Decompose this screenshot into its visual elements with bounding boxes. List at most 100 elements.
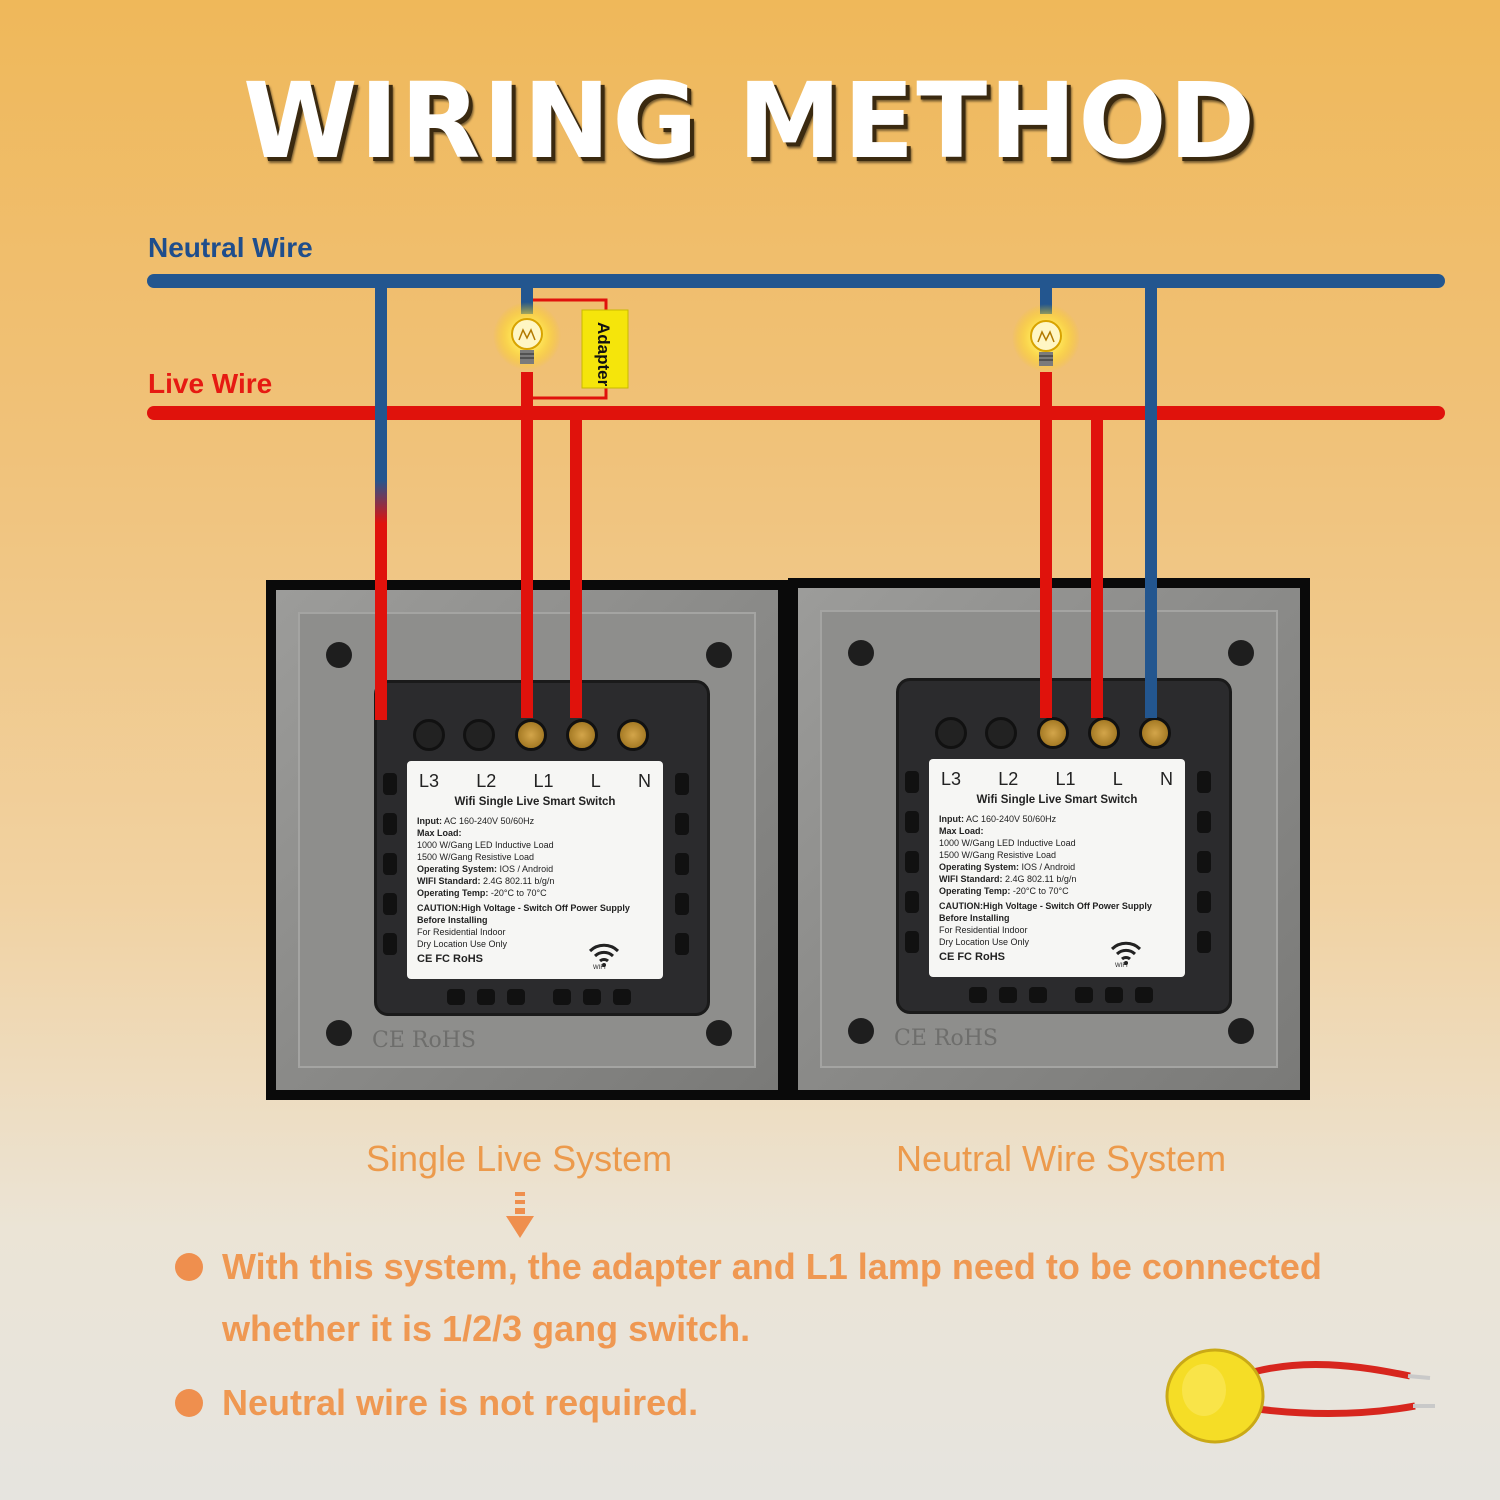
product-title: Wifi Single Live Smart Switch — [976, 794, 1138, 806]
terminal-l3 — [935, 717, 967, 749]
vent — [675, 933, 689, 955]
spec-key: Operating Temp: — [939, 886, 1011, 896]
screw-hole — [706, 642, 732, 668]
adapter-label: Adapter — [594, 322, 613, 387]
vent — [1197, 931, 1211, 953]
spec-value: Dry Location Use Only — [417, 939, 508, 949]
note-line: whether it is 1/2/3 gang switch. — [222, 1308, 751, 1349]
screw-hole — [848, 640, 874, 666]
terminal-name: L2 — [998, 769, 1019, 789]
bullet-icon — [175, 1253, 203, 1281]
vent — [1197, 771, 1211, 793]
vent — [447, 989, 465, 1005]
terminal-l2 — [463, 719, 495, 751]
wifi-icon — [588, 943, 620, 967]
vent — [905, 851, 919, 873]
wifi-text: WIFI — [1115, 963, 1128, 969]
spec-key: WIFI Standard: — [417, 876, 481, 886]
vent — [507, 989, 525, 1005]
plate-mark: CE RoHS — [372, 1028, 476, 1053]
cert-logos: CE FC RoHS — [417, 953, 483, 965]
vent — [553, 989, 571, 1005]
spec-value: For Residential Indoor — [939, 925, 1028, 935]
screw-hole — [1228, 640, 1254, 666]
terminal-names: L3 L2 L1 L N — [941, 769, 1173, 790]
spec-key: Input: — [939, 814, 964, 824]
spec-value: 2.4G 802.11 b/g/n — [483, 876, 555, 886]
terminal-l — [1088, 717, 1120, 749]
spec-lines: Input: AC 160-240V 50/60Hz Max Load: 100… — [417, 815, 657, 950]
spec-key: WIFI Standard: — [939, 874, 1003, 884]
spec-key: Operating System: — [939, 862, 1020, 872]
product-title: Wifi Single Live Smart Switch — [454, 796, 616, 808]
terminal-n — [617, 719, 649, 751]
screw-hole — [326, 642, 352, 668]
terminal-l1 — [515, 719, 547, 751]
terminal-l — [566, 719, 598, 751]
vent — [383, 933, 397, 955]
vent — [383, 893, 397, 915]
spec-value: 1000 W/Gang LED Inductive Load — [417, 840, 554, 850]
wifi-icon — [1110, 941, 1142, 965]
spec-value: -20°C to 70°C — [1012, 886, 1069, 896]
vent — [583, 989, 601, 1005]
vent — [999, 987, 1017, 1003]
spec-value: IOS / Android — [499, 864, 554, 874]
terminal-l2 — [985, 717, 1017, 749]
note-line: Neutral wire is not required. — [222, 1382, 699, 1423]
terminal-name: L3 — [419, 771, 440, 791]
vent — [905, 771, 919, 793]
terminal-name: N — [637, 771, 651, 791]
terminal-name: L — [590, 771, 601, 791]
left-l3-wire — [375, 283, 387, 720]
spec-value: IOS / Android — [1021, 862, 1076, 872]
terminal-name: N — [1159, 769, 1173, 789]
spec-label: L3 L2 L1 L N Wifi Single Live Smart Swit… — [407, 761, 663, 979]
adapter-box — [581, 309, 629, 389]
terminal-name: L1 — [1055, 769, 1076, 789]
spec-key: Max Load: — [417, 828, 462, 838]
spec-label: L3 L2 L1 L N Wifi Single Live Smart Swit… — [929, 759, 1185, 977]
down-arrow-icon — [506, 1192, 534, 1238]
vent — [1197, 891, 1211, 913]
spec-value: Dry Location Use Only — [939, 937, 1030, 947]
adapter-capacitor — [1165, 1348, 1435, 1444]
spec-value: 1500 W/Gang Resistive Load — [417, 852, 535, 862]
vent — [969, 987, 987, 1003]
plate-mark: CE RoHS — [894, 1026, 998, 1051]
vent — [383, 773, 397, 795]
vent — [1135, 987, 1153, 1003]
terminal-name: L2 — [476, 771, 497, 791]
terminal-l3 — [413, 719, 445, 751]
vent — [1075, 987, 1093, 1003]
spec-value: AC 160-240V 50/60Hz — [966, 814, 1057, 824]
spec-key: Operating Temp: — [417, 888, 489, 898]
bullet-icon — [175, 1389, 203, 1417]
vent — [675, 853, 689, 875]
caution-text: CAUTION:High Voltage - Switch Off Power … — [417, 903, 630, 925]
screw-hole — [326, 1020, 352, 1046]
screw-hole — [848, 1018, 874, 1044]
spec-value: 1500 W/Gang Resistive Load — [939, 850, 1057, 860]
vent — [1197, 811, 1211, 833]
vent — [1105, 987, 1123, 1003]
switch-module: L3 L2 L1 L N Wifi Single Live Smart Swit… — [896, 678, 1232, 1014]
vent — [477, 989, 495, 1005]
vent — [905, 891, 919, 913]
spec-key: Operating System: — [417, 864, 498, 874]
vent — [905, 931, 919, 953]
spec-lines: Input: AC 160-240V 50/60Hz Max Load: 100… — [939, 813, 1179, 948]
switch-module: L3 L2 L1 L N Wifi Single Live Smart Swit… — [374, 680, 710, 1016]
vent — [675, 813, 689, 835]
light-bulb-icon — [493, 302, 561, 370]
note-line: With this system, the adapter and L1 lam… — [222, 1246, 1322, 1287]
terminal-name: L — [1112, 769, 1123, 789]
spec-key: Max Load: — [939, 826, 984, 836]
caution-text: CAUTION:High Voltage - Switch Off Power … — [939, 901, 1152, 923]
light-bulb-icon — [1012, 304, 1080, 372]
terminal-l1 — [1037, 717, 1069, 749]
spec-value: -20°C to 70°C — [490, 888, 547, 898]
vent — [675, 773, 689, 795]
terminal-names: L3 L2 L1 L N — [419, 771, 651, 792]
